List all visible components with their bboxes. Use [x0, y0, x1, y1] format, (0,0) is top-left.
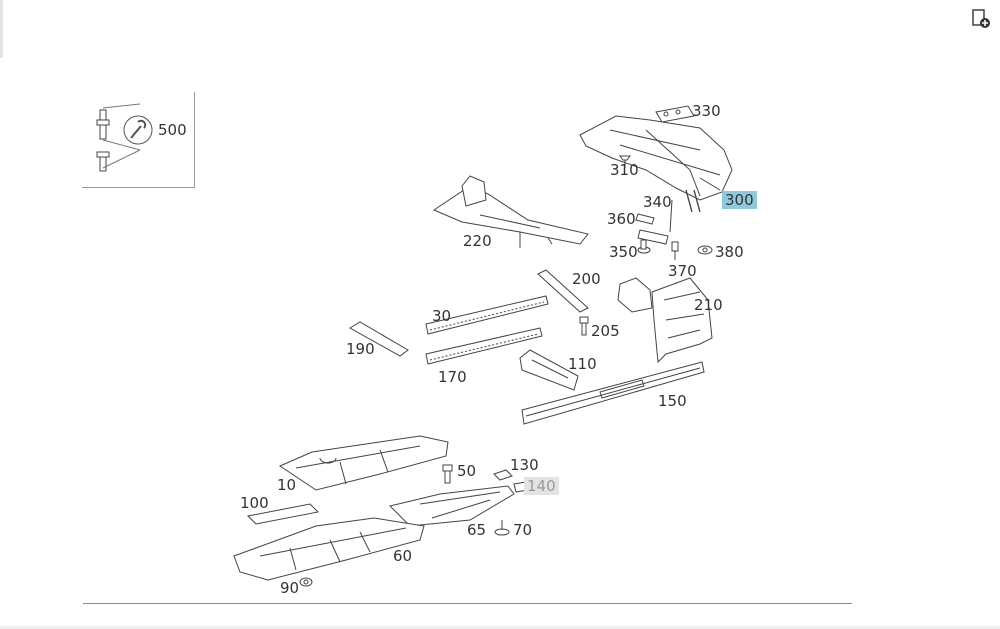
part-label-100[interactable]: 100	[240, 494, 269, 512]
part-60-shape	[233, 517, 425, 581]
part-label-330[interactable]: 330	[692, 102, 721, 120]
part-label-220[interactable]: 220	[463, 232, 492, 250]
part-label-110[interactable]: 110	[568, 355, 597, 373]
part-310-shape	[619, 155, 631, 168]
part-10-shape	[278, 435, 449, 491]
nut-90-shape	[299, 577, 313, 587]
part-200-shape	[537, 269, 589, 313]
part-label-130[interactable]: 130	[510, 456, 539, 474]
part-label-30[interactable]: 30	[432, 307, 452, 325]
part-label-350[interactable]: 350	[609, 243, 638, 261]
footer-strip	[0, 626, 1000, 629]
fastener-350-shape	[637, 239, 651, 254]
part-label-370[interactable]: 370	[668, 262, 697, 280]
part-label-310[interactable]: 310	[610, 161, 639, 179]
fastener-370-shape	[671, 241, 679, 260]
part-label-190[interactable]: 190	[346, 340, 375, 358]
fastener-380-shape	[697, 245, 713, 255]
part-label-10[interactable]: 10	[277, 476, 297, 494]
part-label-360[interactable]: 360	[607, 210, 636, 228]
part-label-205[interactable]: 205	[591, 322, 620, 340]
legend-bolt-icon	[96, 103, 141, 172]
part-label-140-dimmed[interactable]: 140	[524, 477, 559, 495]
part-label-50[interactable]: 50	[457, 462, 477, 480]
legend-panel	[82, 92, 195, 188]
part-label-340[interactable]: 340	[643, 193, 672, 211]
part-30-shape	[425, 295, 549, 335]
document-export-icon	[972, 9, 990, 28]
part-label-90[interactable]: 90	[280, 579, 300, 597]
legend-wrench-icon	[123, 115, 153, 145]
part-label-300-selected[interactable]: 300	[722, 191, 757, 209]
fastener-70-shape	[494, 520, 510, 536]
part-label-150[interactable]: 150	[658, 392, 687, 410]
part-100-shape	[246, 503, 320, 525]
part-label-70[interactable]: 70	[513, 521, 533, 539]
part-label-200[interactable]: 200	[572, 270, 601, 288]
part-330-shape	[655, 105, 695, 123]
part-label-60[interactable]: 60	[393, 547, 413, 565]
part-220-shape	[432, 175, 589, 248]
part-65-shape	[389, 485, 515, 527]
part-label-65[interactable]: 65	[467, 521, 487, 539]
diagram-bottom-divider	[83, 603, 852, 604]
part-110-shape	[519, 349, 579, 391]
bolt-205-shape	[579, 316, 589, 336]
part-label-170[interactable]: 170	[438, 368, 467, 386]
part-150-shape	[521, 361, 705, 425]
part-190-shape	[349, 321, 409, 357]
part-360-shape	[635, 199, 673, 245]
left-panel-edge	[0, 0, 3, 58]
clip-130-shape	[493, 469, 513, 481]
legend-label: 500	[158, 121, 187, 139]
part-label-380[interactable]: 380	[715, 243, 744, 261]
export-button[interactable]	[970, 8, 992, 30]
part-170-shape	[425, 327, 543, 365]
part-210-shape	[617, 277, 713, 364]
part-label-210[interactable]: 210	[694, 296, 723, 314]
bolt-50-shape	[442, 464, 453, 484]
